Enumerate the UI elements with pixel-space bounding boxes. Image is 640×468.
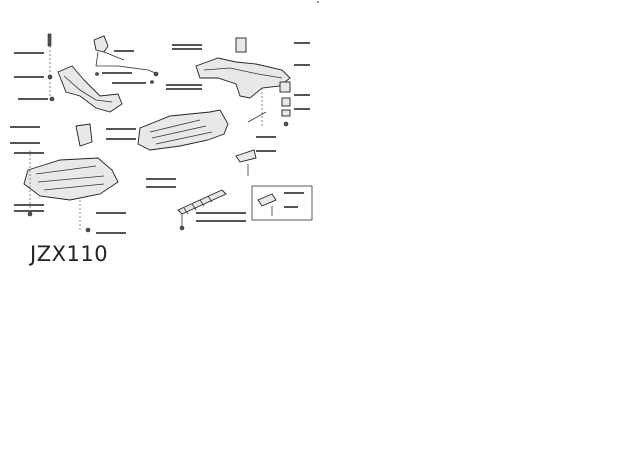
front-suspension-member [195, 37, 291, 127]
rear-suspension-member [47, 33, 123, 113]
detail-inset [251, 185, 313, 221]
lateral-arm [93, 35, 159, 84]
model-label: JZX110 [30, 242, 109, 266]
floor-brace [23, 123, 119, 233]
marker-dot [317, 1, 319, 3]
engine-under-cover [137, 109, 229, 151]
part-number-labels [10, 42, 310, 234]
stabilizer-link [177, 189, 227, 231]
support-bracket [235, 149, 257, 176]
